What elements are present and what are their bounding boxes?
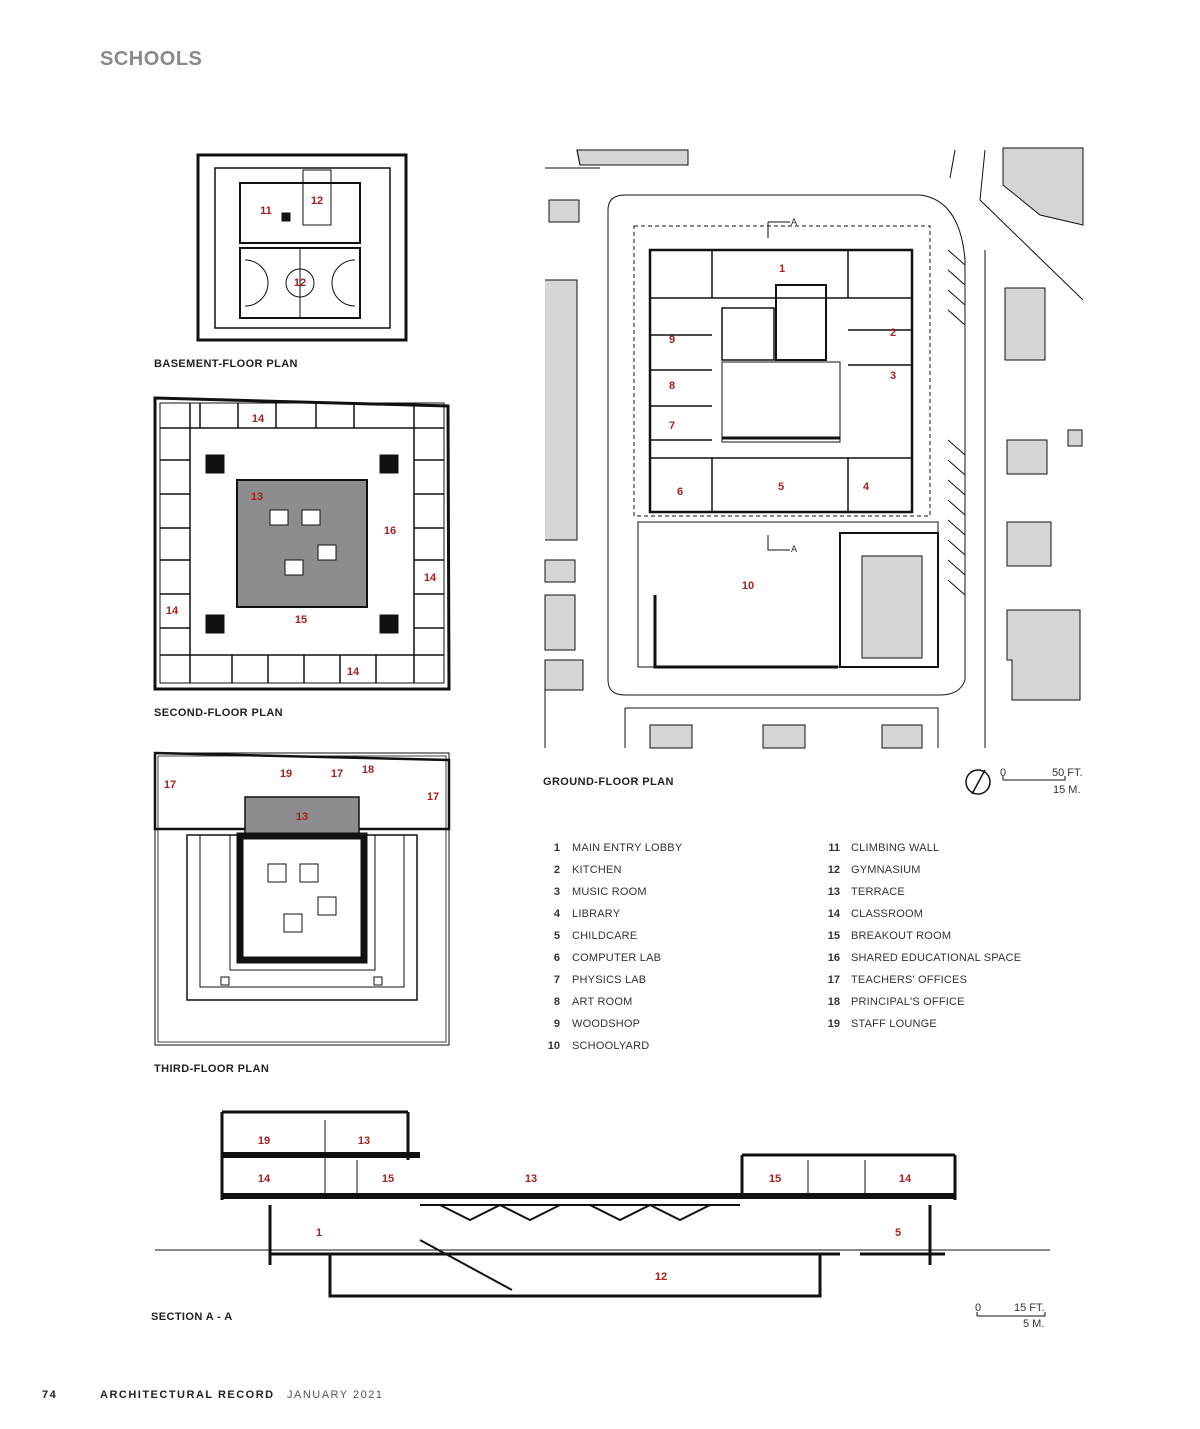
plan-label: 13 <box>251 491 263 503</box>
legend-number: 12 <box>827 864 840 876</box>
legend-number: 9 <box>553 1018 560 1030</box>
legend-label: STAFF LOUNGE <box>851 1018 937 1030</box>
plan-label: 13 <box>525 1173 537 1185</box>
plan-label: 13 <box>296 811 308 823</box>
section-marker: A <box>791 544 797 554</box>
plan-label: 7 <box>669 420 675 432</box>
legend-number: 11 <box>828 842 840 854</box>
north-arrow-icon <box>965 769 991 795</box>
plan-label: 8 <box>669 380 675 392</box>
scale-feet: 50 FT. <box>1052 767 1083 779</box>
legend-number: 10 <box>547 1040 560 1052</box>
legend-label: WOODSHOP <box>572 1018 641 1030</box>
plan-label: 1 <box>316 1227 322 1239</box>
plan-label: 17 <box>164 779 176 791</box>
plan-label: 5 <box>778 481 784 493</box>
ground-floor-plan <box>544 147 1084 749</box>
basement-plan-caption: BASEMENT-FLOOR PLAN <box>154 358 298 370</box>
second-floor-plan <box>153 396 451 691</box>
legend-label: CLIMBING WALL <box>851 842 940 854</box>
plan-label: 14 <box>347 666 360 678</box>
legend-number: 3 <box>553 886 560 898</box>
scale-meters: 15 M. <box>1053 784 1081 796</box>
plan-label: 12 <box>311 195 323 207</box>
legend-number: 15 <box>827 930 840 942</box>
legend-label: KITCHEN <box>572 864 622 876</box>
legend-label: BREAKOUT ROOM <box>851 930 952 942</box>
legend-label: CHILDCARE <box>572 930 638 942</box>
issue-date: JANUARY 2021 <box>287 1389 384 1401</box>
legend-label: LIBRARY <box>572 908 621 920</box>
plan-label: 2 <box>890 327 896 339</box>
third-plan-caption: THIRD-FLOOR PLAN <box>154 1063 270 1075</box>
legend-number: 16 <box>827 952 840 964</box>
plan-label: 14 <box>166 605 179 617</box>
legend-label: PHYSICS LAB <box>572 974 647 986</box>
plan-label: 6 <box>677 486 683 498</box>
scale-zero: 0 <box>1000 767 1007 779</box>
legend-number: 17 <box>827 974 840 986</box>
plan-label: 16 <box>384 525 396 537</box>
section-caption: SECTION A - A <box>151 1311 233 1323</box>
legend-number: 2 <box>553 864 560 876</box>
legend-label: COMPUTER LAB <box>572 952 662 964</box>
legend-number: 5 <box>553 930 560 942</box>
plan-label: 17 <box>331 768 343 780</box>
plan-label: 15 <box>769 1173 781 1185</box>
legend-label: SCHOOLYARD <box>572 1040 650 1052</box>
plan-label: 13 <box>358 1135 370 1147</box>
section-scale-meters: 5 M. <box>1023 1318 1045 1330</box>
section-a-a <box>155 1110 1050 1298</box>
section-scale-zero: 0 <box>975 1302 982 1314</box>
legend-label: GYMNASIUM <box>851 864 921 876</box>
legend-label: CLASSROOM <box>851 908 924 920</box>
magazine-name: ARCHITECTURAL RECORD <box>100 1389 275 1401</box>
legend-label: MAIN ENTRY LOBBY <box>572 842 683 854</box>
legend-label: TERRACE <box>851 886 905 898</box>
legend-number: 7 <box>553 974 560 986</box>
plan-label: 4 <box>863 481 870 493</box>
legend-label: ART ROOM <box>572 996 633 1008</box>
plan-label: 14 <box>899 1173 912 1185</box>
legend-number: 13 <box>827 886 840 898</box>
legend-label: SHARED EDUCATIONAL SPACE <box>851 952 1022 964</box>
plan-label: 19 <box>258 1135 270 1147</box>
legend-number: 4 <box>553 908 560 920</box>
plan-label: 19 <box>280 768 292 780</box>
plan-label: 12 <box>655 1271 667 1283</box>
plan-label: 5 <box>895 1227 901 1239</box>
section-marker: A <box>791 217 797 227</box>
legend-number: 6 <box>553 952 560 964</box>
plan-label: 9 <box>669 334 675 346</box>
plan-label: 15 <box>382 1173 394 1185</box>
third-floor-plan <box>153 751 451 1046</box>
plan-label: 14 <box>252 413 265 425</box>
ground-plan-caption: GROUND-FLOOR PLAN <box>543 776 674 788</box>
legend-number: 1 <box>553 842 560 854</box>
plan-label: 14 <box>258 1173 271 1185</box>
plan-label: 15 <box>295 614 307 626</box>
section-scale-feet: 15 FT. <box>1014 1302 1045 1314</box>
plan-label: 10 <box>742 580 754 592</box>
legend-number: 8 <box>553 996 560 1008</box>
plan-label: 11 <box>260 205 272 217</box>
legend-number: 18 <box>827 996 840 1008</box>
legend-number: 19 <box>827 1018 840 1030</box>
plan-label: 17 <box>427 791 439 803</box>
legend-label: MUSIC ROOM <box>572 886 647 898</box>
room-legend: 1 MAIN ENTRY LOBBY 2 KITCHEN 3 MUSIC ROOM 4 LIB… <box>547 842 1022 1052</box>
plan-label: 12 <box>294 277 306 289</box>
plan-label: 14 <box>424 572 437 584</box>
legend-label: PRINCIPAL'S OFFICE <box>851 996 965 1008</box>
section-heading: SCHOOLS <box>100 48 203 70</box>
page-number: 74 <box>42 1389 58 1401</box>
plan-label: 3 <box>890 370 896 382</box>
second-plan-caption: SECOND-FLOOR PLAN <box>154 707 284 719</box>
plan-label: 1 <box>779 263 785 275</box>
legend-number: 14 <box>827 908 840 920</box>
basement-floor-plan <box>196 153 408 342</box>
legend-label: TEACHERS' OFFICES <box>851 974 968 986</box>
plan-label: 18 <box>362 764 374 776</box>
